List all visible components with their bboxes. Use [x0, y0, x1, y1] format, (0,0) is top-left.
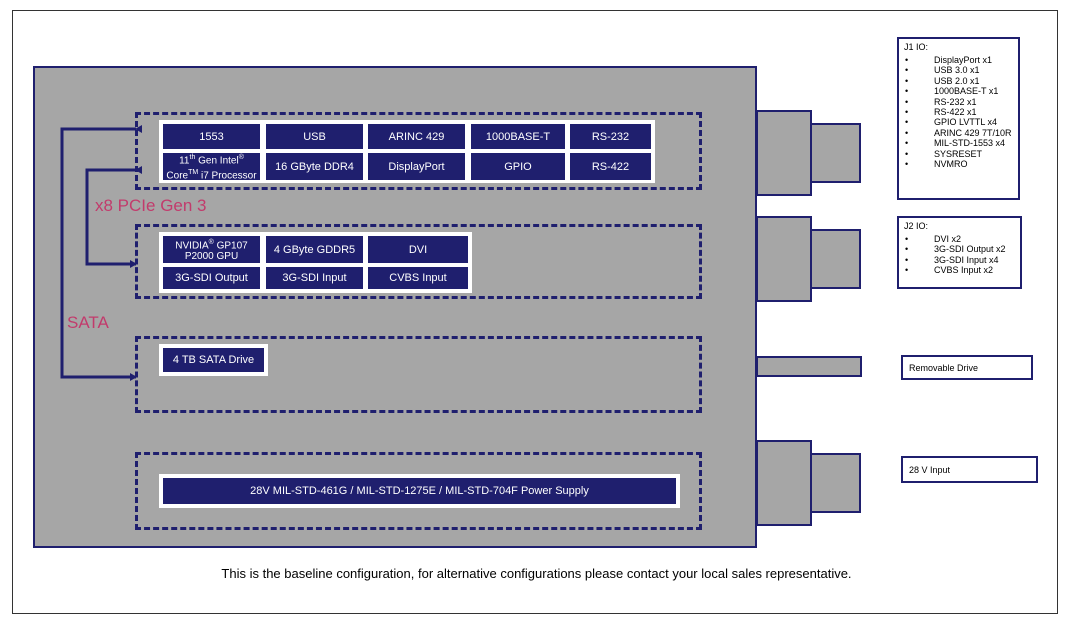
power-connector-body: [756, 440, 812, 526]
block-rs-232: RS-232: [570, 124, 651, 149]
j1-item-label: 1000BASE-T x1: [934, 86, 999, 97]
sata-bus-label: SATA: [67, 313, 109, 332]
bullet: •: [905, 158, 909, 169]
j2-item: • 3G-SDI Output x2: [905, 244, 1006, 254]
j1-item: • NVMRO: [905, 159, 1012, 169]
j2-item: • CVBS Input x2: [905, 265, 1006, 275]
j1-connector-plug: [810, 123, 861, 183]
j2-io-list: J2 IO: • DVI x2 • 3G-SDI Output x2 • 3G-SDI I…: [897, 216, 1022, 289]
block-cvbs-input: CVBS Input: [368, 267, 468, 289]
cpu-line-2: CoreTM i7 Processor: [166, 168, 257, 181]
block-3g-sdi-input: 3G-SDI Input: [266, 267, 363, 289]
bullet: •: [905, 244, 909, 255]
power-connector-plug: [810, 453, 861, 513]
bullet: •: [905, 75, 909, 86]
j1-item: • USB 2.0 x1: [905, 76, 1012, 86]
j1-item: • MIL-STD-1553 x4: [905, 138, 1012, 148]
block-dvi: DVI: [368, 236, 468, 263]
j2-item: • DVI x2: [905, 234, 1006, 244]
j1-item-label: RS-422 x1: [934, 106, 977, 117]
j1-item: • SYSRESET: [905, 149, 1012, 159]
j1-item-label: RS-232 x1: [934, 96, 977, 107]
removable-drive-label: Removable Drive: [901, 355, 1033, 380]
j2-item-label: DVI x2: [934, 234, 962, 244]
block-sata-drive: 4 TB SATA Drive: [163, 348, 264, 372]
j1-item: • 1000BASE-T x1: [905, 86, 1012, 96]
pcie-bus-arrow: [85, 166, 142, 268]
removable-drive-slot: [756, 356, 862, 377]
block-gddr5: 4 GByte GDDR5: [266, 236, 363, 263]
j2-io-items: • DVI x2 • 3G-SDI Output x2 • 3G-SDI Input x4…: [905, 234, 1006, 276]
j2-io-title: J2 IO:: [904, 221, 929, 231]
bullet: •: [905, 148, 909, 159]
bullet: •: [905, 106, 909, 117]
bullet: •: [905, 265, 909, 276]
j1-item: • GPIO LVTTL x4: [905, 117, 1012, 127]
j1-item: • USB 3.0 x1: [905, 65, 1012, 75]
block-usb: USB: [266, 124, 363, 149]
bullet: •: [905, 86, 909, 97]
block-cpu: 11th Gen Intel® CoreTM i7 Processor: [163, 153, 260, 181]
j1-item: • RS-422 x1: [905, 107, 1012, 117]
block-1553: 1553: [163, 124, 260, 149]
block-rs-422: RS-422: [570, 153, 651, 180]
block-displayport: DisplayPort: [368, 153, 465, 180]
j2-item-label: 3G-SDI Output x2: [934, 244, 1006, 255]
footer-note: This is the baseline configuration, for …: [221, 566, 852, 581]
j2-item: • 3G-SDI Input x4: [905, 255, 1006, 265]
j1-item: • DisplayPort x1: [905, 55, 1012, 65]
j1-item-label: USB 2.0 x1: [934, 75, 980, 86]
block-arinc-429: ARINC 429: [368, 124, 465, 149]
block-ddr4: 16 GByte DDR4: [266, 153, 363, 180]
diagram-frame: [12, 10, 1058, 614]
j1-item-label: NVMRO: [934, 158, 968, 169]
gpu-line-1: NVIDIA® GP107: [175, 238, 248, 252]
j1-item: • ARINC 429 7T/10R: [905, 128, 1012, 138]
j1-item-label: DisplayPort x1: [934, 55, 993, 65]
bullet: •: [905, 127, 909, 138]
j1-io-list: J1 IO: • DisplayPort x1 • USB 3.0 x1 • USB 2.…: [897, 37, 1020, 200]
j2-connector-body: [756, 216, 812, 302]
block-gpio: GPIO: [471, 153, 565, 180]
pcie-bus-label: x8 PCIe Gen 3: [95, 196, 207, 215]
bullet: •: [905, 55, 909, 65]
j1-item-label: SYSRESET: [934, 148, 983, 159]
bullet: •: [905, 138, 909, 149]
j2-item-label: CVBS Input x2: [934, 265, 994, 276]
gpu-line-2: P2000 GPU: [184, 251, 239, 263]
block-1000base-t: 1000BASE-T: [471, 124, 565, 149]
sata-bus-arrow: [60, 125, 142, 381]
block-power-supply: 28V MIL-STD-461G / MIL-STD-1275E / MIL-S…: [163, 478, 676, 504]
block-3g-sdi-output: 3G-SDI Output: [163, 267, 260, 289]
j1-io-items: • DisplayPort x1 • USB 3.0 x1 • USB 2.0 x1 • 10…: [905, 55, 1012, 169]
j1-io-title: J1 IO:: [904, 42, 929, 52]
bullet: •: [905, 117, 909, 128]
j1-connector-body: [756, 110, 812, 196]
bullet: •: [905, 65, 909, 76]
bullet: •: [905, 96, 909, 107]
j1-item-label: MIL-STD-1553 x4: [934, 138, 1006, 149]
j1-item-label: USB 3.0 x1: [934, 65, 980, 76]
j2-item-label: 3G-SDI Input x4: [934, 254, 999, 265]
block-gpu: NVIDIA® GP107 P2000 GPU: [163, 236, 260, 263]
j2-connector-plug: [810, 229, 861, 289]
j1-item-label: ARINC 429 7T/10R: [934, 127, 1012, 138]
power-input-label: 28 V Input: [901, 456, 1038, 483]
cpu-line-1: 11th Gen Intel®: [179, 154, 244, 167]
j1-item: • RS-232 x1: [905, 97, 1012, 107]
slot-4-power-card: [135, 452, 702, 530]
j1-item-label: GPIO LVTTL x4: [934, 117, 998, 128]
bullet: •: [905, 234, 909, 244]
bullet: •: [905, 254, 909, 265]
